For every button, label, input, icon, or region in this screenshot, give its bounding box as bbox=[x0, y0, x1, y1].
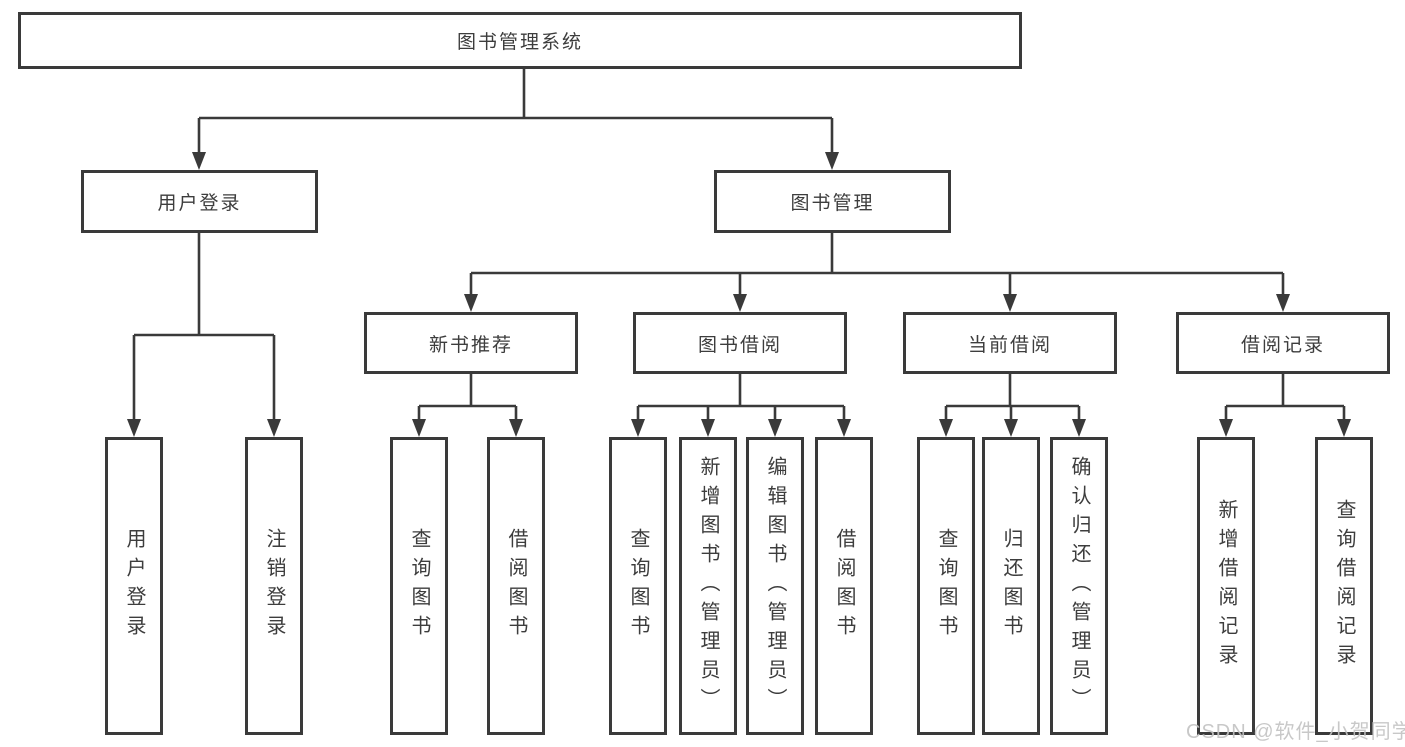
node-leaf-return-books-label: 归还图书 bbox=[1000, 528, 1022, 644]
node-leaf-logout-label: 注销登录 bbox=[263, 528, 285, 644]
node-leaf-borrow-books-2-label: 借阅图书 bbox=[833, 528, 855, 644]
node-leaf-return-books: 归还图书 bbox=[982, 437, 1040, 735]
node-book-borrow: 图书借阅 bbox=[633, 312, 847, 374]
node-leaf-user-login-label: 用户登录 bbox=[123, 528, 145, 644]
csdn-watermark: CSDN @软件_小贺同学 bbox=[1186, 721, 1405, 743]
node-book-management-label: 图书管理 bbox=[790, 193, 875, 214]
node-library-system-label: 图书管理系统 bbox=[456, 32, 583, 53]
connector-path bbox=[132, 69, 1346, 433]
node-leaf-add-borrow-record-label: 新增借阅记录 bbox=[1215, 499, 1237, 673]
node-leaf-query-books-1: 查询图书 bbox=[390, 437, 448, 735]
node-leaf-borrow-books-1: 借阅图书 bbox=[487, 437, 545, 735]
node-leaf-query-borrow-record-label: 查询借阅记录 bbox=[1333, 499, 1355, 673]
node-leaf-confirm-return-admin: 确认归还（管理员） bbox=[1050, 437, 1108, 735]
node-leaf-borrow-books-1-label: 借阅图书 bbox=[505, 528, 527, 644]
node-leaf-confirm-return-admin-label: 确认归还（管理员） bbox=[1068, 455, 1090, 717]
arrowheads bbox=[127, 152, 1351, 437]
node-leaf-query-books-1-label: 查询图书 bbox=[408, 528, 430, 644]
node-leaf-query-books-3: 查询图书 bbox=[917, 437, 975, 735]
node-borrow-records: 借阅记录 bbox=[1176, 312, 1390, 374]
node-leaf-add-books-admin: 新增图书（管理员） bbox=[679, 437, 737, 735]
node-library-system: 图书管理系统 bbox=[18, 12, 1022, 69]
node-book-management: 图书管理 bbox=[714, 170, 951, 233]
node-leaf-query-books-3-label: 查询图书 bbox=[935, 528, 957, 644]
node-leaf-edit-books-admin: 编辑图书（管理员） bbox=[746, 437, 804, 735]
node-leaf-user-login: 用户登录 bbox=[105, 437, 163, 735]
node-user-login: 用户登录 bbox=[81, 170, 318, 233]
node-leaf-logout: 注销登录 bbox=[245, 437, 303, 735]
node-current-borrow-label: 当前借阅 bbox=[967, 334, 1052, 356]
node-new-book-recommend: 新书推荐 bbox=[364, 312, 578, 374]
node-current-borrow: 当前借阅 bbox=[903, 312, 1117, 374]
node-leaf-query-borrow-record: 查询借阅记录 bbox=[1315, 437, 1373, 735]
node-leaf-add-borrow-record: 新增借阅记录 bbox=[1197, 437, 1255, 735]
node-leaf-query-books-2-label: 查询图书 bbox=[627, 528, 649, 644]
node-leaf-add-books-admin-label: 新增图书（管理员） bbox=[697, 455, 719, 717]
node-book-borrow-label: 图书借阅 bbox=[697, 334, 782, 356]
node-user-login-label: 用户登录 bbox=[157, 193, 242, 214]
node-leaf-edit-books-admin-label: 编辑图书（管理员） bbox=[764, 455, 786, 717]
node-borrow-records-label: 借阅记录 bbox=[1240, 334, 1325, 356]
node-leaf-query-books-2: 查询图书 bbox=[609, 437, 667, 735]
node-leaf-borrow-books-2: 借阅图书 bbox=[815, 437, 873, 735]
node-new-book-recommend-label: 新书推荐 bbox=[428, 334, 513, 356]
